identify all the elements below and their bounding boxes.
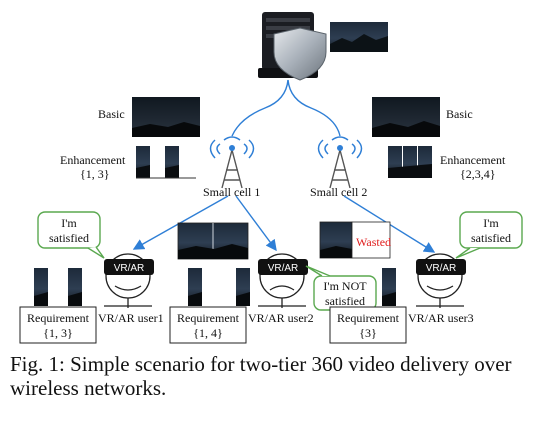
- user3-requirement-set: {3}: [359, 326, 377, 340]
- left-basic-label: Basic: [98, 107, 125, 121]
- user2-bubble-line2: satisfied: [325, 294, 365, 308]
- right-basic-image: [372, 97, 440, 137]
- link-cell1-user2: [235, 195, 277, 252]
- user1-requirement-title: Requirement: [27, 311, 90, 325]
- user2-requirement-title: Requirement: [177, 311, 240, 325]
- user3-headset-label: VR/AR: [426, 263, 457, 274]
- left-enhancement-label: Enhancement: [60, 153, 126, 167]
- user1-requirement-set: {1, 3}: [43, 326, 73, 340]
- user2-requirement-set: {1, 4}: [193, 326, 223, 340]
- figure-caption: Fig. 1: Simple scenario for two-tier 360…: [10, 352, 512, 400]
- left-basic-image: [132, 97, 200, 137]
- left-enhancement-tiles: [136, 146, 196, 179]
- user2-delivered-tiles: [177, 222, 249, 260]
- server-link-right: [287, 79, 341, 137]
- user3-headset-icon: [416, 259, 466, 275]
- user1-name: VR/AR user1: [98, 311, 164, 325]
- left-enhancement-set: {1, 3}: [80, 167, 110, 181]
- user1-bubble-line1: I'm: [61, 216, 77, 230]
- user1-headset-label: VR/AR: [114, 263, 145, 274]
- user2-requirement-box: [169, 306, 247, 344]
- user3-bubble-line2: satisfied: [471, 231, 511, 245]
- user3-requirement-tiles: [382, 268, 396, 306]
- user3-requirement-box: [329, 306, 407, 344]
- server-link-left: [231, 79, 289, 137]
- server-panorama-image: [330, 22, 388, 52]
- user3-requirement-title: Requirement: [337, 311, 400, 325]
- user1-requirement-box: [19, 306, 97, 344]
- right-basic-label: Basic: [446, 107, 473, 121]
- shield-icon: [273, 27, 327, 81]
- right-enhancement-label: Enhancement: [440, 153, 506, 167]
- user1-headset-icon: [104, 259, 154, 275]
- user2-requirement-tiles: [188, 268, 250, 306]
- link-cell1-user1: [132, 195, 229, 250]
- right-enhancement-set: {2,3,4}: [460, 167, 496, 181]
- user1-speech-bubble: [37, 211, 105, 259]
- right-enhancement-tiles: [388, 146, 432, 178]
- small-cell-2-antenna-icon: [317, 136, 363, 189]
- user2-headset-icon: [258, 259, 308, 275]
- small-cell-1-label: Small cell 1: [203, 185, 260, 199]
- user2-name: VR/AR user2: [248, 311, 314, 325]
- user1-requirement-tiles: [34, 268, 82, 306]
- user2-bubble-line1: I'm NOT: [323, 279, 367, 293]
- wasted-tiles: [319, 221, 391, 259]
- user3-bubble-line1: I'm: [483, 216, 499, 230]
- wasted-label: Wasted: [356, 235, 391, 249]
- user3-name: VR/AR user3: [408, 311, 474, 325]
- user1-bubble-line2: satisfied: [49, 231, 89, 245]
- user2-headset-label: VR/AR: [268, 263, 299, 274]
- small-cell-1-antenna-icon: [209, 136, 255, 189]
- small-cell-2-label: Small cell 2: [310, 185, 367, 199]
- user3-speech-bubble: [455, 211, 523, 259]
